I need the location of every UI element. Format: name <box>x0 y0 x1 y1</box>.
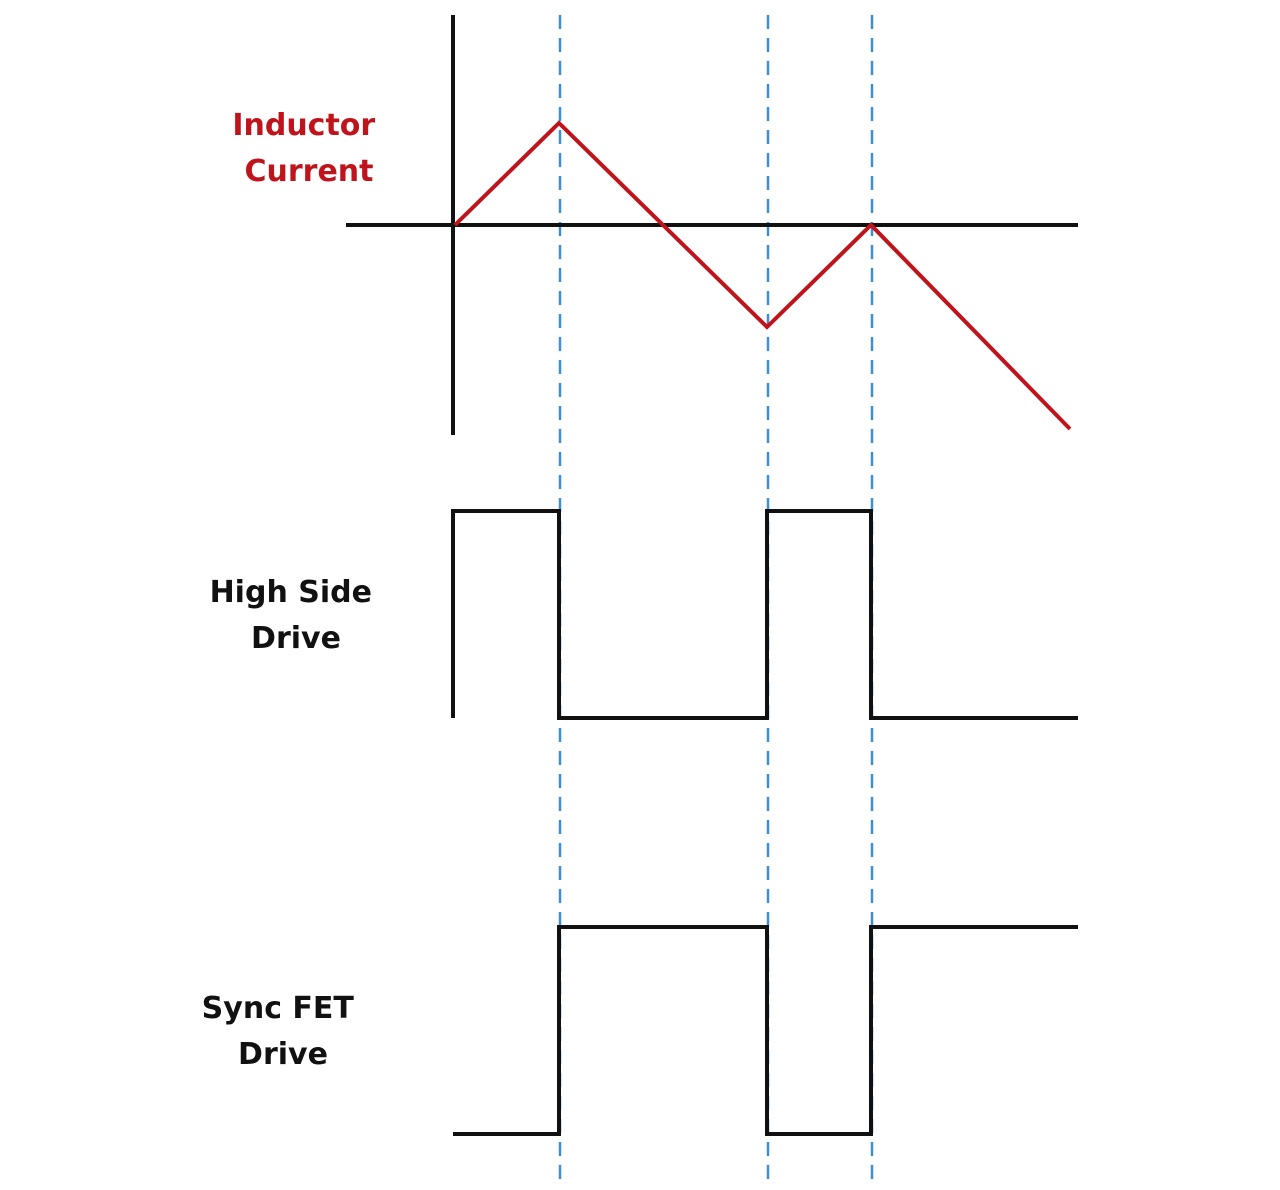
sync-fet-drive-label-line-2: Drive <box>238 1037 328 1072</box>
high-side-drive-label-line-2: Drive <box>251 621 341 656</box>
dashed-timing-guides <box>558 15 874 1185</box>
high-side-drive-label: High Side Drive <box>210 575 383 656</box>
inductor-current-label: Inductor Current <box>232 108 385 189</box>
high-side-drive-label-line-1: High Side <box>210 575 372 610</box>
sync-fet-drive-waveform <box>453 925 1078 1136</box>
sync-fet-drive-label-line-1: Sync FET <box>202 991 355 1026</box>
high-side-drive-waveform <box>451 509 1078 720</box>
inductor-current-label-line-1: Inductor <box>232 108 375 143</box>
inductor-current-label-line-2: Current <box>244 154 373 189</box>
inductor-current-waveform <box>453 120 1072 431</box>
sync-fet-drive-label: Sync FET Drive <box>202 991 365 1072</box>
